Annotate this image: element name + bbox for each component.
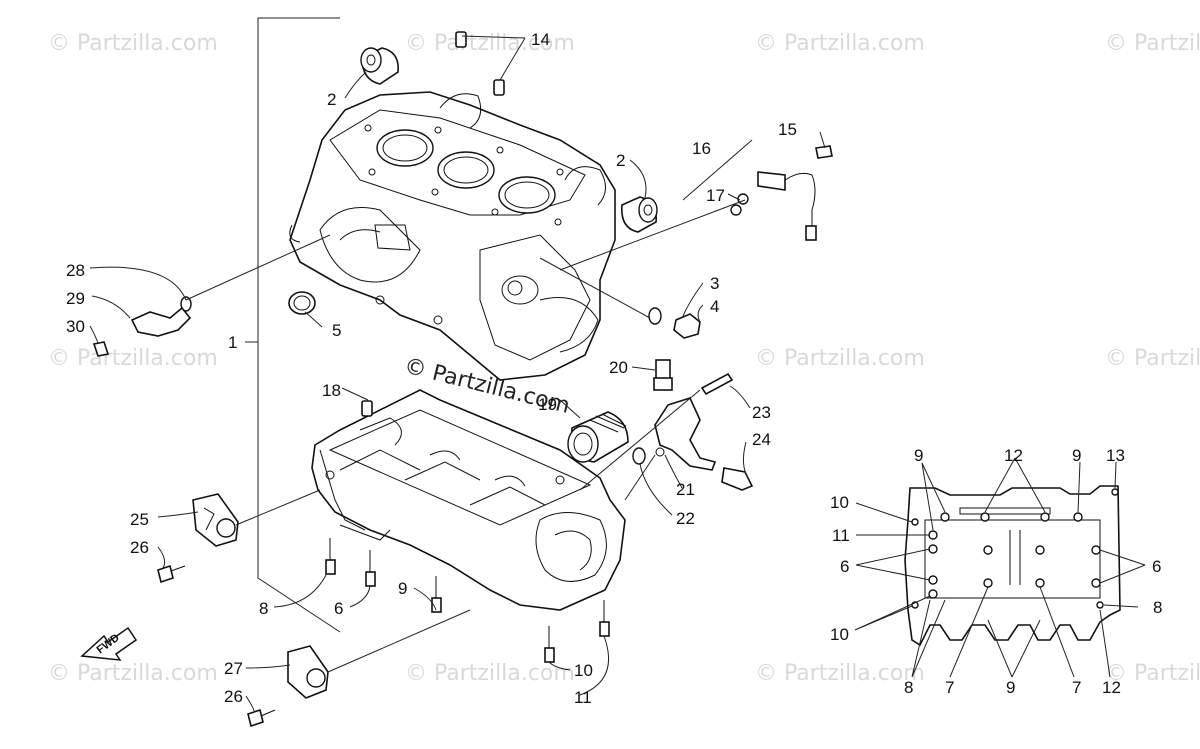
callout-24: 24 bbox=[752, 430, 771, 449]
callout-15: 15 bbox=[778, 120, 797, 139]
bolt bbox=[544, 626, 555, 663]
mount-bushing bbox=[360, 47, 399, 85]
watermark-layer: © Partzilla.com © Partzilla.com © Partzi… bbox=[48, 31, 1200, 686]
callout-27: 27 bbox=[224, 659, 243, 678]
callout-8: 8 bbox=[904, 678, 913, 697]
bolt bbox=[157, 564, 186, 584]
callout-6: 6 bbox=[840, 557, 849, 576]
callout-25: 25 bbox=[130, 510, 149, 529]
watermark: © Partzilla.com bbox=[48, 31, 218, 56]
motor-mount bbox=[287, 645, 329, 699]
bolt bbox=[365, 550, 376, 587]
lower-crankcase bbox=[311, 389, 626, 611]
water-fitting bbox=[92, 296, 192, 357]
callout-9: 9 bbox=[914, 446, 923, 465]
sensor-assembly bbox=[730, 145, 833, 241]
callout-labels: 1 2 2 3 4 5 6 6 6 7 7 8 8 8 9 9 9 9 10 1… bbox=[66, 30, 1162, 707]
watermark: © Partzilla.com bbox=[755, 31, 925, 56]
callout-21: 21 bbox=[676, 480, 695, 499]
callout-22: 22 bbox=[676, 509, 695, 528]
callout-11: 11 bbox=[574, 688, 592, 707]
callout-9: 9 bbox=[398, 579, 407, 598]
callout-13: 13 bbox=[1106, 446, 1125, 465]
callout-29: 29 bbox=[66, 289, 85, 308]
callout-3: 3 bbox=[710, 274, 719, 293]
callout-10: 10 bbox=[830, 625, 849, 644]
callout-11: 11 bbox=[832, 526, 850, 545]
watermark: © Partzilla.com bbox=[405, 661, 575, 686]
callout-20: 20 bbox=[609, 358, 628, 377]
callout-19: 19 bbox=[538, 395, 557, 414]
callout-16: 16 bbox=[692, 139, 711, 158]
callout-28: 28 bbox=[66, 261, 85, 280]
callout-8: 8 bbox=[1153, 598, 1162, 617]
watermark: © Partzilla.com bbox=[755, 661, 925, 686]
callout-12: 12 bbox=[1102, 678, 1121, 697]
motor-mount bbox=[192, 493, 239, 547]
bolt bbox=[325, 538, 336, 575]
callout-6: 6 bbox=[334, 599, 343, 618]
bolt bbox=[599, 600, 610, 637]
callout-5: 5 bbox=[332, 321, 341, 340]
watermark: © Partzilla.com bbox=[405, 31, 575, 56]
callout-14: 14 bbox=[531, 30, 550, 49]
watermark: © Partzilla.com bbox=[48, 661, 218, 686]
callout-18: 18 bbox=[322, 381, 341, 400]
drain-plug bbox=[288, 291, 316, 315]
oring-plug bbox=[648, 307, 701, 339]
callout-23: 23 bbox=[752, 403, 771, 422]
watermark: © Partzilla.com bbox=[1105, 661, 1200, 686]
fwd-arrow-icon: FWD bbox=[80, 626, 138, 661]
watermark: © Partzilla.com bbox=[1105, 31, 1200, 56]
callout-12: 12 bbox=[1004, 446, 1023, 465]
callout-26: 26 bbox=[130, 538, 149, 557]
watermark: © Partzilla.com bbox=[755, 346, 925, 371]
watermark: © Partzilla.com bbox=[48, 346, 218, 371]
leader-lines bbox=[89, 35, 826, 713]
callout-17: 17 bbox=[706, 186, 725, 205]
dowel-pin bbox=[361, 400, 373, 417]
mount-bushing bbox=[621, 196, 658, 233]
callout-7: 7 bbox=[945, 678, 954, 697]
callout-2: 2 bbox=[327, 90, 336, 109]
callout-8: 8 bbox=[259, 599, 268, 618]
sensor-bracket bbox=[632, 359, 754, 491]
upper-crankcase bbox=[289, 91, 616, 381]
callout-30: 30 bbox=[66, 317, 85, 336]
callout-10: 10 bbox=[574, 661, 593, 680]
callout-10: 10 bbox=[830, 493, 849, 512]
bolt bbox=[431, 576, 442, 613]
oil-filter bbox=[567, 411, 629, 463]
watermark: © Partzilla.com bbox=[1105, 346, 1200, 371]
callout-4: 4 bbox=[710, 297, 719, 316]
callout-9: 9 bbox=[1072, 446, 1081, 465]
callout-2: 2 bbox=[616, 151, 625, 170]
callout-26: 26 bbox=[224, 687, 243, 706]
callout-9: 9 bbox=[1006, 678, 1015, 697]
bolt-pattern-inset bbox=[854, 457, 1146, 678]
bolt bbox=[247, 708, 276, 728]
group-bracket bbox=[245, 17, 341, 633]
callout-7: 7 bbox=[1072, 678, 1081, 697]
callout-6: 6 bbox=[1152, 557, 1161, 576]
callout-1: 1 bbox=[228, 333, 237, 352]
